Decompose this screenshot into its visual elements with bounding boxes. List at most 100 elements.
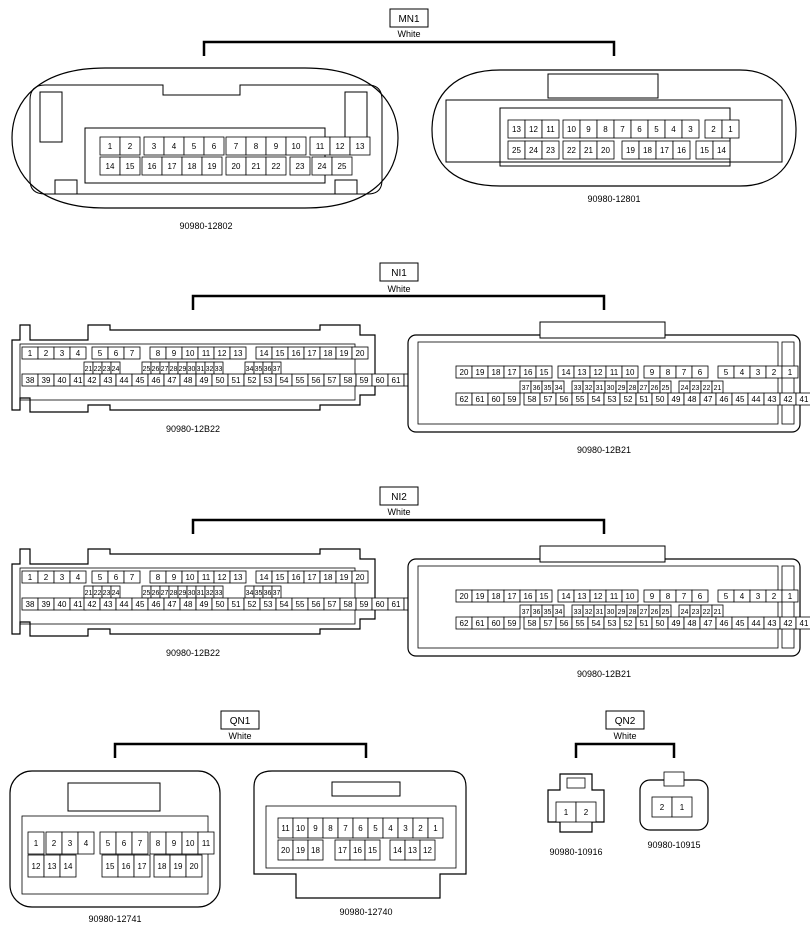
terminal-number: 24: [112, 590, 120, 597]
terminal-number: 1: [564, 808, 569, 817]
terminal-number: 19: [208, 162, 217, 171]
terminal-number: 19: [174, 862, 183, 871]
terminal-number: 53: [608, 395, 617, 404]
terminal-number: 16: [122, 862, 131, 871]
terminal-cell: [621, 365, 639, 379]
terminal-number: 19: [296, 846, 305, 855]
terminal-number: 51: [640, 395, 649, 404]
terminal-number: 15: [106, 862, 115, 871]
terminal-number: 10: [186, 573, 195, 582]
terminal-number: 2: [44, 573, 49, 582]
terminal-number: 47: [704, 619, 713, 628]
part-number: 90980-12B22: [166, 424, 220, 434]
terminal-number: 55: [296, 376, 305, 385]
terminal-number: 13: [356, 142, 365, 151]
terminal-cell: [131, 831, 149, 855]
terminal-number: 2: [772, 592, 777, 601]
terminal-number: 34: [555, 385, 563, 392]
terminal-number: 6: [698, 368, 703, 377]
terminal-number: 3: [152, 142, 157, 151]
terminal-number: 44: [120, 376, 129, 385]
side-rib: [781, 565, 795, 649]
terminal-cell: [535, 365, 553, 379]
terminal-number: 29: [179, 590, 187, 597]
part-number: 90980-10916: [549, 847, 602, 857]
terminal-number: 1: [788, 368, 793, 377]
terminal-number: 34: [246, 366, 254, 373]
terminal-cell: [119, 136, 141, 156]
terminal-number: 47: [704, 395, 713, 404]
terminal-cell: [77, 831, 95, 855]
terminal-number: 3: [60, 573, 65, 582]
terminal-number: 4: [388, 824, 393, 833]
terminal-number: 13: [578, 368, 587, 377]
terminal-number: 3: [756, 368, 761, 377]
terminal-number: 32: [206, 590, 214, 597]
terminal-number: 21: [85, 590, 93, 597]
terminal-number: 33: [574, 609, 582, 616]
terminal-number: 24: [318, 162, 327, 171]
terminal-cell: [691, 365, 709, 379]
terminal-number: 14: [260, 573, 269, 582]
part-number: 90980-12741: [88, 914, 141, 924]
group-code: NI1: [391, 268, 407, 279]
terminal-number: 58: [344, 376, 353, 385]
terminal-number: 41: [800, 395, 809, 404]
terminal-number: 6: [212, 142, 217, 151]
terminal-number: 28: [629, 385, 637, 392]
terminal-number: 54: [280, 376, 289, 385]
terminal-number: 2: [711, 125, 716, 134]
terminal-number: 10: [626, 592, 635, 601]
terminal-number: 25: [143, 590, 151, 597]
terminal-number: 12: [594, 368, 603, 377]
terminal-number: 45: [136, 376, 145, 385]
terminal-number: 20: [232, 162, 241, 171]
terminal-cell: [781, 365, 799, 379]
terminal-number: 43: [104, 600, 113, 609]
terminal-number: 11: [202, 839, 211, 848]
terminal-number: 24: [681, 609, 689, 616]
terminal-number: 2: [418, 824, 423, 833]
terminal-number: 9: [274, 142, 279, 151]
terminal-number: 9: [172, 839, 177, 848]
part-number: 90980-12B21: [577, 669, 631, 679]
terminal-cell: [285, 136, 307, 156]
terminal-number: 31: [197, 590, 205, 597]
terminal-number: 16: [524, 592, 533, 601]
terminal-number: 20: [190, 862, 199, 871]
terminal-number: 13: [408, 846, 417, 855]
terminal-number: 11: [202, 349, 211, 358]
terminal-number: 22: [94, 590, 102, 597]
terminal-number: 23: [103, 366, 111, 373]
terminal-cell: [351, 570, 369, 584]
terminal-cell: [69, 346, 87, 360]
terminal-number: 16: [353, 846, 362, 855]
group-bracket: [202, 40, 616, 56]
terminal-number: 11: [281, 824, 290, 833]
terminal-number: 56: [560, 395, 569, 404]
terminal-number: 8: [156, 573, 161, 582]
terminal-number: 12: [218, 573, 227, 582]
terminal-cell: [712, 140, 731, 160]
terminal-number: 17: [660, 146, 669, 155]
terminal-number: 54: [280, 600, 289, 609]
terminal-cell: [307, 839, 324, 861]
terminal-number: 6: [122, 839, 127, 848]
terminal-number: 55: [576, 395, 585, 404]
terminal-cell: [541, 119, 560, 139]
terminal-number: 20: [601, 146, 610, 155]
terminal-number: 15: [368, 846, 377, 855]
terminal-number: 5: [373, 824, 378, 833]
terminal-number: 38: [26, 376, 35, 385]
terminal-number: 5: [724, 368, 729, 377]
terminal-cell: [503, 616, 521, 630]
terminal-number: 31: [596, 385, 604, 392]
